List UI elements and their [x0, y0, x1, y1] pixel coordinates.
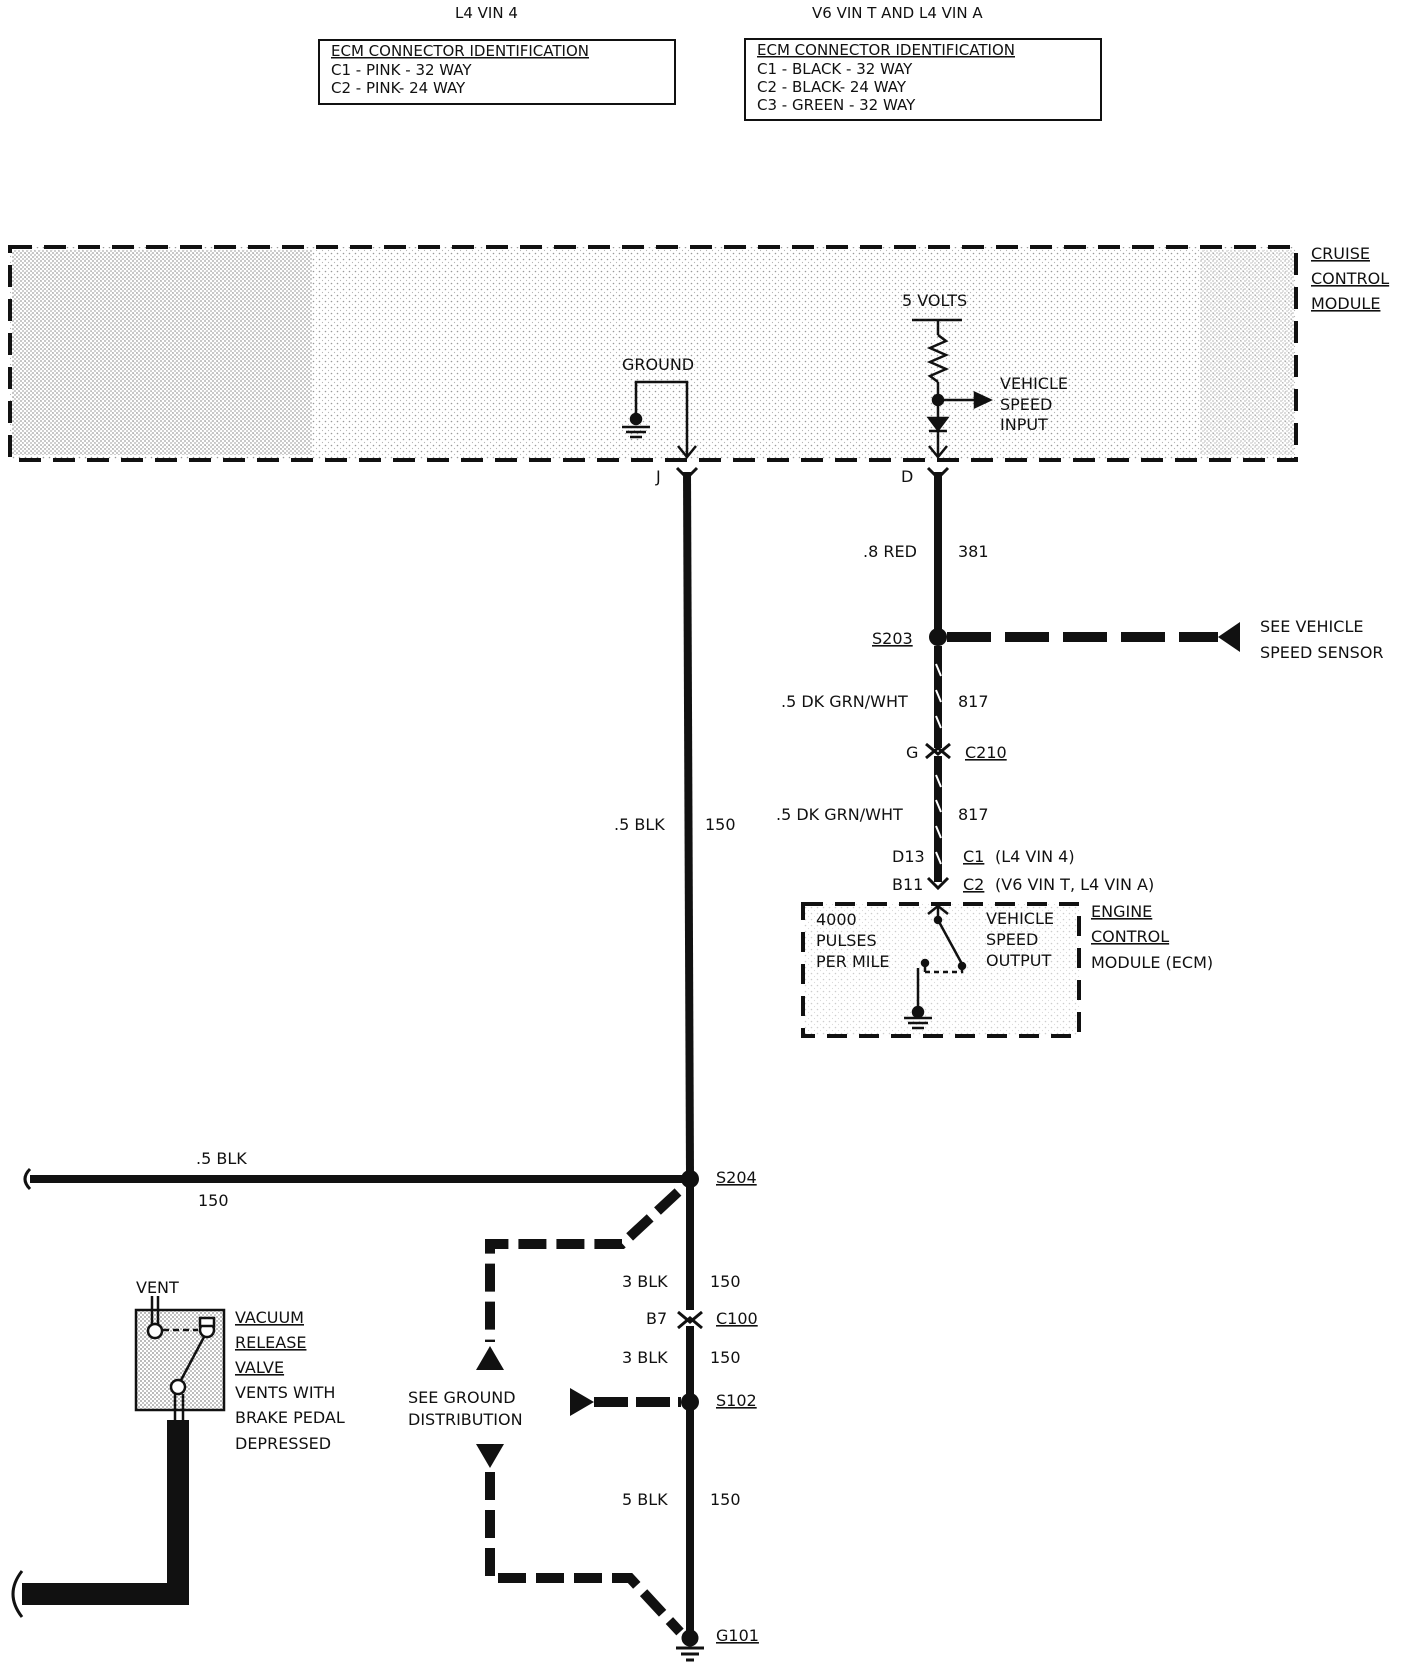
wire-381-color: .8 RED — [863, 542, 917, 561]
g101-label: G101 — [716, 1626, 759, 1645]
ecm-pin-b11: B11 — [892, 875, 923, 894]
see-ground-arrow-right — [570, 1388, 594, 1416]
valve-desc-2: BRAKE PEDAL — [235, 1408, 345, 1427]
five-volts-label: 5 VOLTS — [902, 291, 967, 310]
c210-label: C210 — [965, 743, 1007, 762]
w3-circuit: 150 — [710, 1490, 741, 1509]
ecm-pin-d13-note: (L4 VIN 4) — [995, 847, 1075, 866]
vent-label: VENT — [136, 1278, 179, 1297]
right-box-line-1: C1 - BLACK - 32 WAY — [757, 60, 913, 78]
splice-s102 — [681, 1393, 699, 1411]
ecm-name-1: ENGINE — [1091, 902, 1152, 921]
ecm-pin-d13-conn: C1 — [963, 847, 984, 866]
ecm-name-3: MODULE (ECM) — [1091, 953, 1213, 972]
wire-817-circuit-b: 817 — [958, 805, 989, 824]
cruise-module-name-1: CRUISE — [1311, 244, 1370, 263]
w2-color: 3 BLK — [622, 1348, 668, 1367]
connector-c100 — [677, 1310, 703, 1330]
ecm-name-2: CONTROL — [1091, 927, 1169, 946]
cruise-module-name-2: CONTROL — [1311, 269, 1389, 288]
internal-ground-symbol — [622, 380, 697, 459]
ground-label: GROUND — [622, 355, 694, 374]
ecm-output-3: OUTPUT — [986, 951, 1051, 970]
valve-name-2: RELEASE — [235, 1333, 306, 1352]
ecm-output-1: VEHICLE — [986, 909, 1054, 928]
vacuum-hose — [22, 1420, 189, 1605]
branch-wire-color: .5 BLK — [196, 1149, 247, 1168]
c100-label: C100 — [716, 1309, 758, 1328]
ecm-pin-connector — [926, 876, 950, 891]
ground-main-color: .5 BLK — [614, 815, 665, 834]
ecm-pin-b11-conn: C2 — [963, 875, 984, 894]
c100-pin: B7 — [646, 1309, 667, 1328]
cruise-control-module: CRUISE CONTROL MODULE GROUND 5 VOLTS — [8, 244, 1389, 462]
ecm-pin-d13: D13 — [892, 847, 925, 866]
wire-817-color-b: .5 DK GRN/WHT — [776, 805, 903, 824]
see-vss-arrow — [1218, 622, 1240, 652]
left-box-line-1: C1 - PINK - 32 WAY — [331, 61, 472, 79]
ecm-pulses-2: PULSES — [816, 931, 877, 950]
branch-wire-circuit: 150 — [198, 1191, 229, 1210]
ecm-pulses-3: PER MILE — [816, 952, 890, 971]
see-ground-1: SEE GROUND — [408, 1388, 516, 1407]
see-ground-arrow-up — [476, 1346, 504, 1370]
c210-pin: G — [906, 743, 918, 762]
left-box-line-2: C2 - PINK- 24 WAY — [331, 79, 466, 97]
valve-name-1: VACUUM — [235, 1308, 304, 1327]
see-vss-1: SEE VEHICLE — [1260, 617, 1363, 636]
connector-c210 — [925, 742, 951, 760]
see-ground-2: DISTRIBUTION — [408, 1410, 523, 1429]
splice-s203-label: S203 — [872, 629, 913, 648]
valve-desc-3: DEPRESSED — [235, 1434, 331, 1453]
wire-817-circuit-a: 817 — [958, 692, 989, 711]
pin-j-label: J — [655, 467, 661, 486]
valve-name-3: VALVE — [235, 1358, 284, 1377]
left-box-heading: ECM CONNECTOR IDENTIFICATION — [331, 42, 589, 60]
splice-s204-label: S204 — [716, 1168, 757, 1187]
right-box-heading: ECM CONNECTOR IDENTIFICATION — [757, 41, 1015, 59]
pullup-resistor — [912, 318, 993, 459]
cruise-module-name-3: MODULE — [1311, 294, 1380, 313]
ecm-pin-b11-note: (V6 VIN T, L4 VIN A) — [995, 875, 1154, 894]
w3-color: 5 BLK — [622, 1490, 668, 1509]
w2-circuit: 150 — [710, 1348, 741, 1367]
splice-s102-label: S102 — [716, 1391, 757, 1410]
right-connector-box: ECM CONNECTOR IDENTIFICATION C1 - BLACK … — [744, 38, 1102, 121]
ecm-output-2: SPEED — [986, 930, 1038, 949]
w1-circuit: 150 — [710, 1272, 741, 1291]
see-ground-arrow-down — [476, 1444, 504, 1468]
ecm-pulses-1: 4000 — [816, 910, 857, 929]
vacuum-release-valve: VENT VACUUM RELEASE VALVE VENTS WITH BRA… — [11, 1278, 345, 1618]
hose-break — [11, 1570, 24, 1618]
ground-distribution-lower — [485, 1472, 684, 1636]
header: L4 VIN 4 V6 VIN T AND L4 VIN A ECM CONNE… — [318, 4, 1102, 121]
valve-desc-1: VENTS WITH — [235, 1383, 335, 1402]
vss-input-1: VEHICLE — [1000, 374, 1068, 393]
vss-input-3: INPUT — [1000, 415, 1048, 434]
ground-circuit: .5 BLK 150 .5 BLK 150 S204 3 BLK 150 B7 … — [23, 471, 759, 1662]
wire-817-color-a: .5 DK GRN/WHT — [781, 692, 908, 711]
right-box-line-3: C3 - GREEN - 32 WAY — [757, 96, 916, 114]
vss-circuit: .8 RED 381 S203 SEE VEHICLE SPEED SENSOR… — [776, 472, 1384, 894]
right-box-line-2: C2 - BLACK- 24 WAY — [757, 78, 907, 96]
wire-381-circuit: 381 — [958, 542, 989, 561]
left-connector-box: ECM CONNECTOR IDENTIFICATION C1 - PINK -… — [318, 39, 676, 105]
vss-input-2: SPEED — [1000, 395, 1052, 414]
wire-break-left — [23, 1167, 32, 1191]
ground-g101-symbol — [676, 1629, 704, 1662]
w1-color: 3 BLK — [622, 1272, 668, 1291]
pin-d-label: D — [901, 467, 913, 486]
left-title: L4 VIN 4 — [455, 4, 518, 22]
splice-s204 — [681, 1170, 699, 1188]
ecm-output-switch — [904, 904, 967, 1030]
splice-s203 — [929, 628, 947, 646]
ground-main-circuit: 150 — [705, 815, 736, 834]
see-vss-2: SPEED SENSOR — [1260, 643, 1384, 662]
ground-distribution-upper — [485, 1188, 682, 1342]
engine-control-module: 4000 PULSES PER MILE VEHICLE SPEED OUTPU… — [801, 902, 1213, 1038]
right-title: V6 VIN T AND L4 VIN A — [812, 4, 983, 22]
